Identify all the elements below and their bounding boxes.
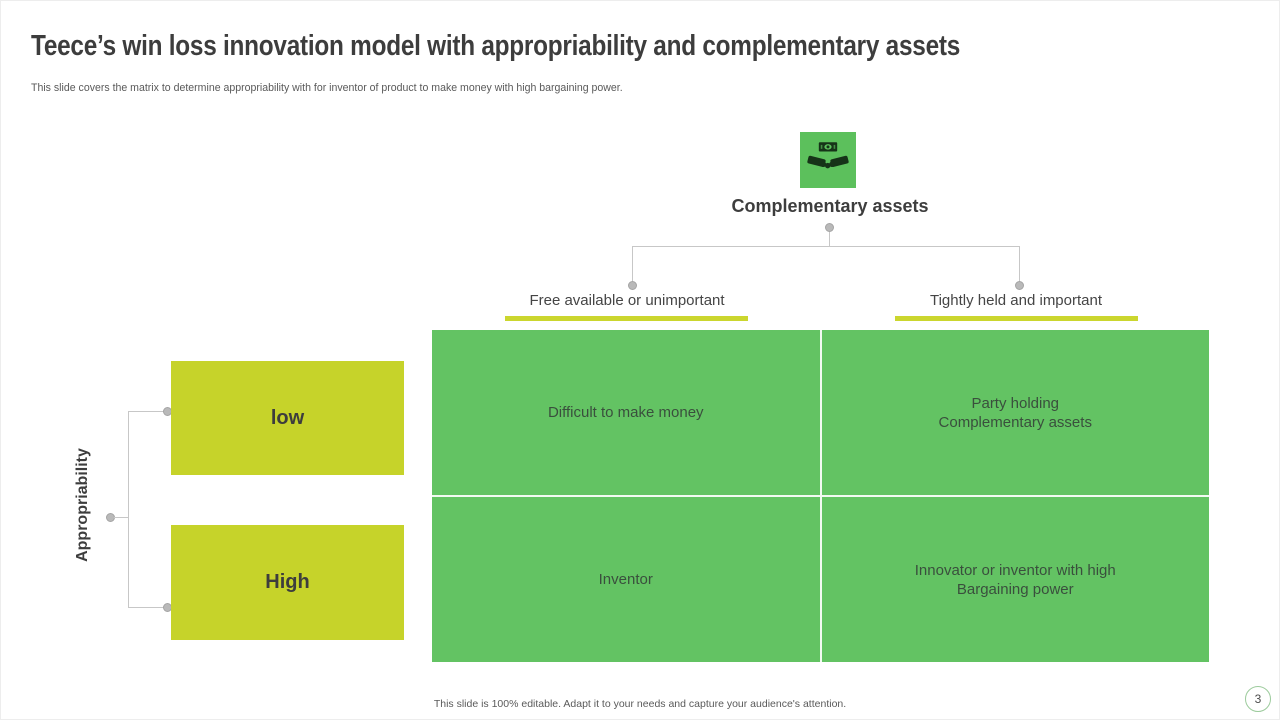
- column-label-tightly-held: Tightly held and important: [929, 292, 1103, 309]
- matrix-cell-low-free: Difficult to make money: [432, 330, 820, 495]
- row-label-low-text: low: [270, 406, 305, 429]
- complementary-assets-icon-box: [800, 132, 856, 188]
- matrix-grid: Difficult to make money Party holding Co…: [432, 330, 1209, 662]
- matrix-cell-high-tight: Innovator or inventor with high Bargaini…: [821, 497, 1209, 662]
- column-underline-tightly-held: [895, 316, 1138, 321]
- bracket-line-top: [128, 411, 165, 412]
- slide-subtitle: This slide covers the matrix to determin…: [31, 82, 623, 94]
- top-axis-title: Complementary assets: [731, 196, 929, 216]
- connector-line-vertical-top: [829, 232, 830, 246]
- connector-dot-top: [825, 223, 834, 232]
- connector-line-horizontal: [632, 246, 1020, 247]
- cell-text-line1: Party holding: [971, 394, 1060, 412]
- row-label-high-text: High: [265, 571, 310, 593]
- row-label-high: High: [171, 525, 404, 640]
- slide-footer-note: This slide is 100% editable. Adapt it to…: [433, 698, 847, 710]
- cell-text-line2: Bargaining power: [956, 580, 1074, 598]
- matrix-cell-high-free: Inventor: [432, 497, 820, 662]
- bracket-line-middle: [114, 517, 128, 518]
- bracket-line-vertical: [128, 411, 129, 608]
- cell-text-line1: Innovator or inventor with high: [914, 561, 1116, 579]
- column-label-free-available: Free available or unimportant: [529, 292, 725, 309]
- connector-line-vertical-right: [1019, 246, 1020, 282]
- connector-dot-right-column: [1015, 281, 1024, 290]
- connector-line-vertical-left: [632, 246, 633, 282]
- handshake-money-icon: [807, 142, 849, 169]
- matrix-cell-low-tight: Party holding Complementary assets: [821, 330, 1209, 495]
- page-number-badge: 3: [1245, 686, 1271, 712]
- slide-title: Teece’s win loss innovation model with a…: [31, 30, 961, 62]
- connector-dot-left-column: [628, 281, 637, 290]
- cell-text-line2: Complementary assets: [938, 413, 1092, 431]
- cell-text: Difficult to make money: [547, 404, 704, 421]
- cell-text: Inventor: [598, 571, 653, 588]
- row-label-low: low: [171, 361, 404, 475]
- bracket-line-bottom: [128, 607, 165, 608]
- left-axis-title: Appropriability: [74, 448, 91, 562]
- column-underline-free-available: [505, 316, 748, 321]
